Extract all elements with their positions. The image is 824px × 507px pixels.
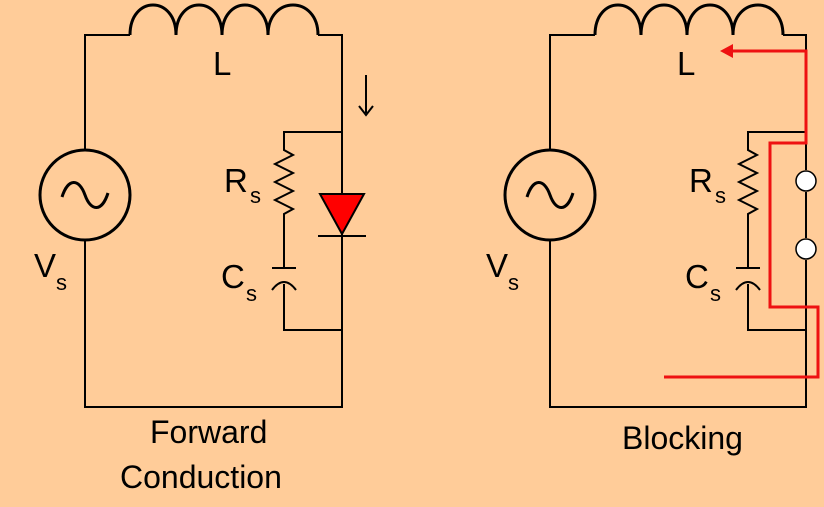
right-resistor-label: R	[689, 162, 713, 199]
right-terminal-bottom-icon	[795, 238, 817, 260]
right-circuit: L V s R s C s	[486, 3, 820, 456]
right-ac-source-icon	[503, 148, 597, 242]
left-wires	[84, 34, 343, 408]
right-capacitor-label: C	[685, 258, 709, 295]
left-resistor-label-sub: s	[250, 183, 261, 208]
left-inductor-label: L	[213, 45, 231, 82]
left-circuit: L V s R s C s	[34, 3, 374, 495]
left-source-label: V	[34, 247, 56, 284]
right-source-label: V	[486, 247, 508, 284]
right-inductor-label: L	[677, 45, 695, 82]
left-capacitor-icon	[271, 267, 297, 291]
left-caption-line2: Conduction	[120, 459, 282, 495]
left-capacitor-label: C	[221, 258, 245, 295]
right-resistor-label-sub: s	[715, 183, 726, 208]
right-inductor-icon	[593, 3, 785, 36]
left-resistor-label: R	[224, 162, 248, 199]
left-source-label-sub: s	[56, 270, 67, 295]
right-current-path-icon	[664, 44, 820, 379]
left-caption-line1: Forward	[150, 414, 267, 450]
right-capacitor-icon	[735, 267, 761, 291]
right-source-label-sub: s	[508, 270, 519, 295]
right-caption: Blocking	[622, 420, 743, 456]
right-wires	[549, 34, 807, 408]
right-resistor-icon	[736, 148, 760, 218]
left-ac-source-icon	[38, 148, 132, 242]
left-capacitor-label-sub: s	[246, 281, 257, 306]
left-current-arrow-icon	[358, 75, 374, 117]
left-diode-icon	[318, 193, 366, 237]
right-terminal-top-icon	[795, 170, 817, 192]
right-capacitor-label-sub: s	[710, 281, 721, 306]
left-resistor-icon	[272, 148, 296, 218]
left-inductor-icon	[128, 3, 320, 36]
